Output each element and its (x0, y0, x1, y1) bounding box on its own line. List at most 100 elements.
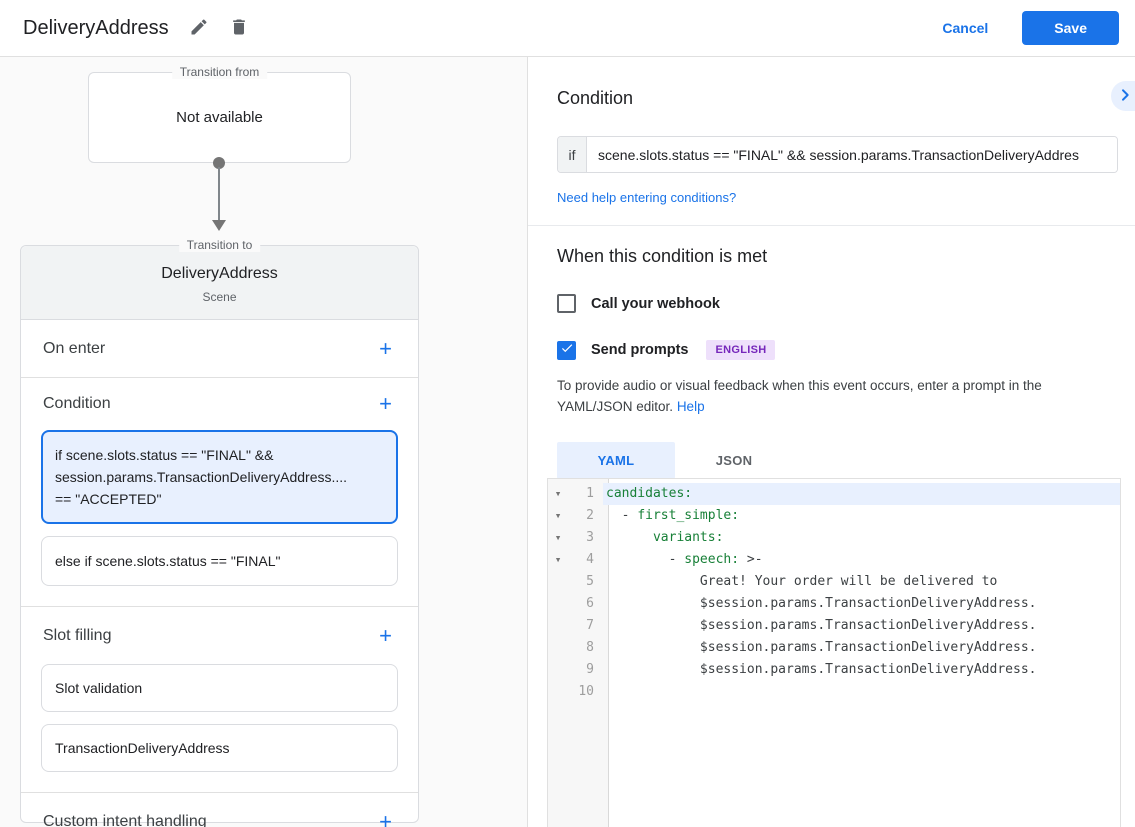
on-enter-label: On enter (43, 339, 106, 357)
checkmark-icon (560, 341, 574, 360)
code-text[interactable]: $session.params.TransactionDeliveryAddre… (606, 618, 1037, 633)
on-enter-section: On enter + (21, 320, 418, 377)
fold-spacer (548, 615, 568, 637)
add-on-enter-button[interactable]: + (375, 336, 396, 362)
connector-line (218, 167, 220, 222)
code-text[interactable]: $session.params.TransactionDeliveryAddre… (606, 640, 1037, 655)
expand-panel-button[interactable] (1111, 81, 1135, 111)
condition-card-line: else if scene.slots.status == "FINAL" (55, 553, 281, 569)
slot-card[interactable]: TransactionDeliveryAddress (41, 724, 398, 772)
slot-filling-label: Slot filling (43, 626, 112, 644)
divider (21, 792, 418, 793)
scene-card-header: DeliveryAddress Scene (21, 246, 418, 320)
condition-card[interactable]: if scene.slots.status == "FINAL" && sessi… (41, 430, 398, 524)
yaml-editor[interactable]: ▾ 1 candidates: ▾ 2 - first_simple: ▾3 varian… (547, 478, 1121, 827)
code-text[interactable]: - first_simple: (606, 508, 740, 523)
fold-arrow-icon[interactable]: ▾ (554, 531, 562, 544)
scene-type-label: Scene (202, 290, 237, 304)
cancel-button[interactable]: Cancel (918, 12, 1012, 44)
condition-card-line: session.params.TransactionDeliveryAddres… (55, 469, 348, 485)
line-number: 6 (586, 596, 594, 611)
code-text[interactable]: - speech: >- (606, 552, 763, 567)
condition-section-label: Condition (43, 395, 111, 412)
if-prefix-label: if (558, 137, 587, 172)
connector-dot (213, 157, 225, 169)
slot-filling-section-header: Slot filling + (21, 607, 418, 664)
line-number: 9 (586, 662, 594, 677)
code-text[interactable]: candidates: (603, 483, 1120, 505)
divider (528, 225, 1135, 226)
webhook-row: Call your webhook (557, 294, 1117, 313)
language-badge: ENGLISH (706, 340, 776, 360)
condition-help-link[interactable]: Need help entering conditions? (557, 190, 737, 205)
prompt-description: To provide audio or visual feedback when… (557, 375, 1117, 417)
line-number: 8 (586, 640, 594, 655)
line-number: 5 (586, 574, 594, 589)
condition-expression-input[interactable] (587, 137, 1117, 172)
line-number: 2 (586, 508, 594, 523)
webhook-label[interactable]: Call your webhook (591, 295, 720, 312)
delete-button[interactable] (229, 17, 249, 40)
connector-arrowhead-icon (212, 220, 226, 231)
fold-spacer (548, 637, 568, 659)
scene-name: DeliveryAddress (161, 265, 278, 282)
tab-json[interactable]: JSON (715, 453, 753, 468)
transition-to-label: Transition to (178, 238, 261, 252)
fold-arrow-icon[interactable]: ▾ (554, 487, 562, 500)
code-line: 7 $session.params.TransactionDeliveryAdd… (548, 615, 1120, 637)
fold-spacer (548, 659, 568, 681)
when-met-heading: When this condition is met (557, 246, 768, 266)
transition-from-value: Not available (176, 109, 263, 126)
add-custom-intent-button[interactable]: + (375, 809, 396, 827)
code-text[interactable]: $session.params.TransactionDeliveryAddre… (606, 662, 1037, 677)
fold-spacer (548, 681, 568, 703)
line-number: 4 (586, 552, 594, 567)
prompt-description-text: To provide audio or visual feedback when… (557, 378, 1042, 414)
condition-section-header: Condition + (21, 378, 418, 430)
editor-lines: ▾ 1 candidates: ▾ 2 - first_simple: ▾3 varian… (548, 483, 1120, 703)
condition-heading: Condition (557, 88, 634, 108)
slot-card[interactable]: Slot validation (41, 664, 398, 712)
code-text[interactable] (603, 681, 1120, 703)
condition-list: if scene.slots.status == "FINAL" && sessi… (21, 430, 418, 606)
condition-card-line: == "ACCEPTED" (55, 491, 162, 507)
condition-card-line: if scene.slots.status == "FINAL" && (55, 447, 274, 463)
code-line: 5 Great! Your order will be delivered to (548, 571, 1120, 593)
code-text[interactable]: Great! Your order will be delivered to (606, 574, 998, 589)
code-line: 9 $session.params.TransactionDeliveryAdd… (548, 659, 1120, 681)
editor-gutter (548, 479, 609, 827)
send-prompts-row: Send prompts ENGLISH (557, 340, 1117, 360)
divider (21, 377, 418, 378)
code-line: ▾ 2 - first_simple: (548, 505, 1120, 527)
condition-detail-panel: Condition if Need help entering conditio… (527, 57, 1135, 827)
divider (21, 606, 418, 607)
editor-format-tabs: YAML JSON (557, 442, 1117, 479)
line-number: 10 (578, 684, 594, 699)
save-button[interactable]: Save (1022, 11, 1119, 45)
fold-spacer (548, 571, 568, 593)
add-slot-button[interactable]: + (375, 623, 396, 649)
edit-button[interactable] (189, 17, 209, 40)
add-condition-button[interactable]: + (375, 391, 396, 417)
condition-card[interactable]: else if scene.slots.status == "FINAL" (41, 536, 398, 586)
code-text[interactable]: $session.params.TransactionDeliveryAddre… (606, 596, 1037, 611)
transition-from-label: Transition from (171, 65, 268, 79)
help-link[interactable]: Help (676, 399, 705, 414)
trash-icon (229, 17, 249, 40)
fold-arrow-icon[interactable]: ▾ (554, 509, 562, 522)
custom-intent-section: Custom intent handling + (21, 793, 418, 827)
code-text[interactable]: variants: (652, 530, 724, 545)
scene-flow-panel: Transition from Not available Transition… (0, 57, 527, 827)
code-line: 10 (548, 681, 1120, 703)
line-number: 1 (586, 486, 594, 501)
line-number: 7 (586, 618, 594, 633)
tab-yaml[interactable]: YAML (557, 442, 675, 479)
transition-from-box: Transition from Not available (88, 65, 351, 163)
transition-to-card: Transition to DeliveryAddress Scene On e… (20, 238, 419, 827)
send-prompts-label[interactable]: Send prompts (591, 342, 689, 358)
fold-arrow-icon[interactable]: ▾ (554, 553, 562, 566)
code-line: ▾3 variants: (548, 527, 1120, 549)
webhook-checkbox[interactable] (557, 294, 576, 313)
send-prompts-checkbox[interactable] (557, 340, 576, 360)
